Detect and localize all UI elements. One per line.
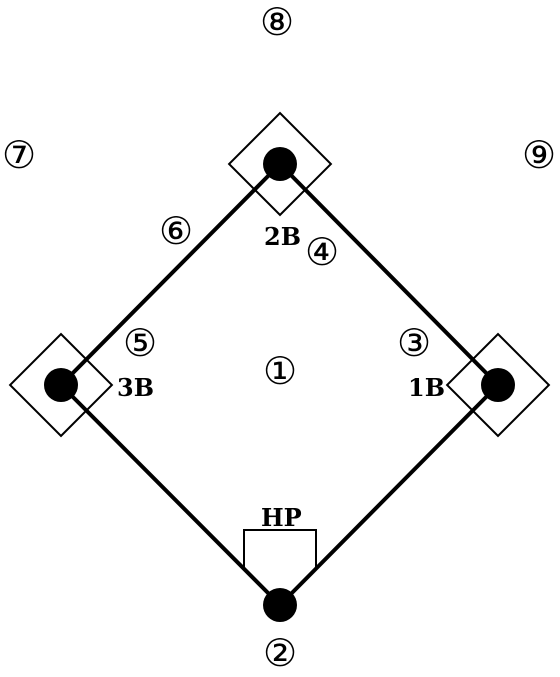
position-right-field: ⑨ [522, 133, 556, 177]
position-pitcher: ① [263, 349, 297, 393]
position-second-base: ④ [305, 230, 339, 274]
position-third-base: ⑤ [123, 321, 157, 365]
home-plate-marker [263, 588, 297, 622]
home-plate-box [243, 529, 317, 568]
position-catcher: ② [263, 631, 297, 672]
first-base-marker [481, 368, 515, 402]
position-first-base: ③ [397, 321, 431, 365]
first-base-label: 1B [408, 373, 445, 402]
third-base-label: 3B [117, 373, 154, 402]
position-shortstop: ⑥ [159, 209, 193, 253]
second-base-marker [263, 147, 297, 181]
home-plate-label: HP [261, 503, 302, 532]
second-base-label: 2B [264, 222, 301, 251]
position-left-field: ⑦ [2, 133, 36, 177]
third-base-marker [44, 368, 78, 402]
position-center-field: ⑧ [260, 0, 294, 44]
